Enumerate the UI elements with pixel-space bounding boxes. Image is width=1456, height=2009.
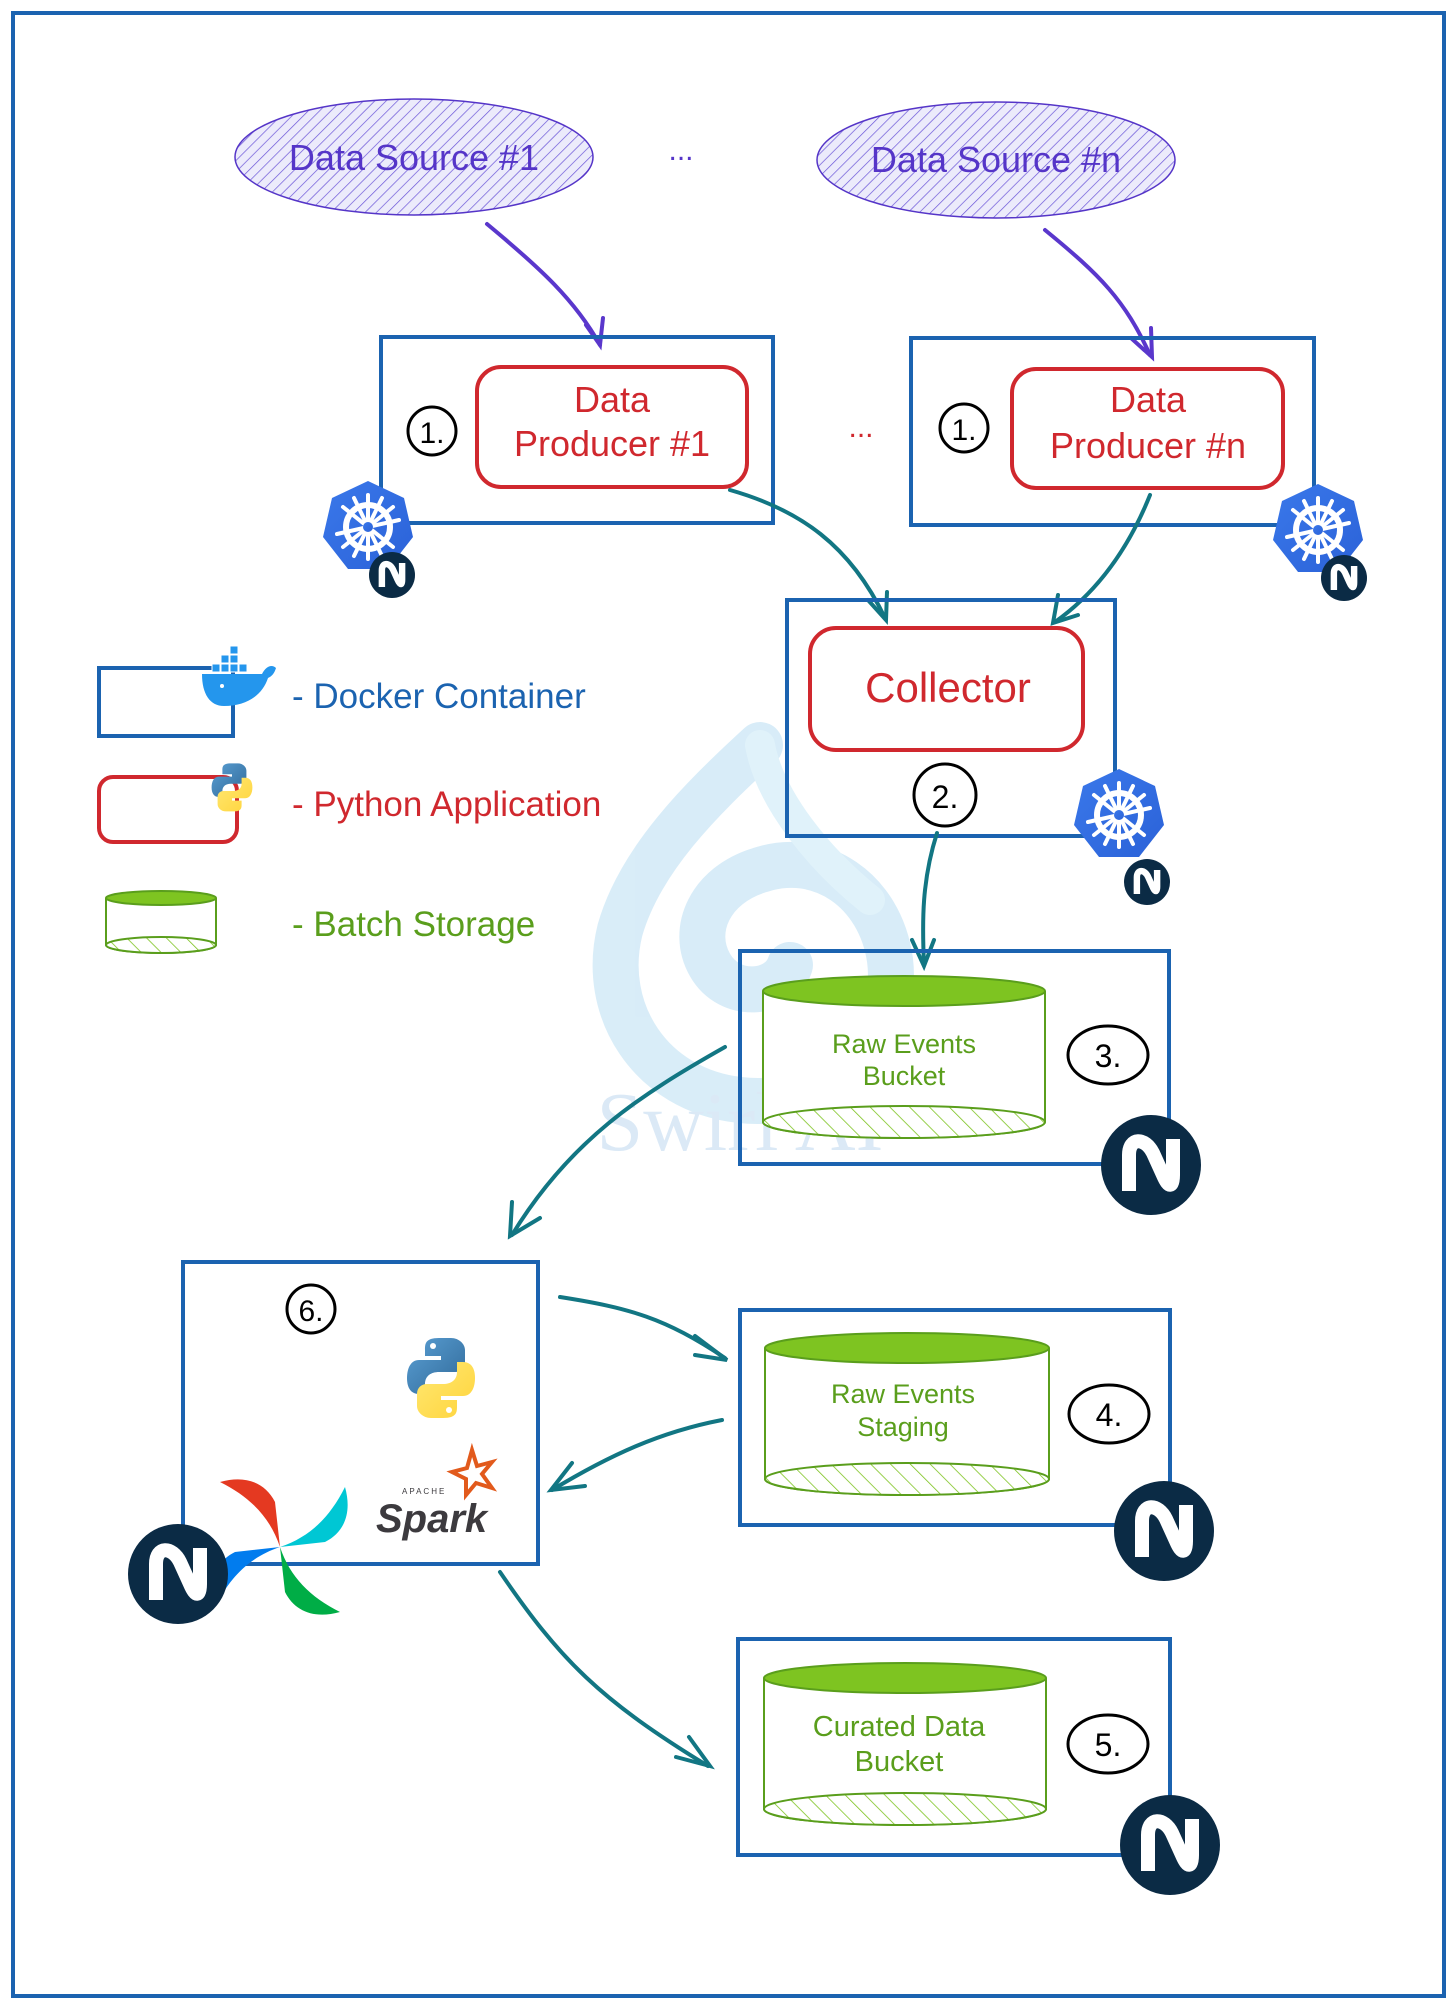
curated-label-line2: Bucket xyxy=(855,1746,944,1778)
legend-storage-text: - Batch Storage xyxy=(292,905,535,944)
spark-icon: APACHE Spark xyxy=(376,1442,498,1541)
arrowhead xyxy=(693,1334,729,1362)
nomad-icon xyxy=(1114,1481,1214,1581)
step-badge-2 xyxy=(912,762,978,828)
storage-cylinder xyxy=(763,1662,1047,1826)
processing-container: 6. APACHE Spark xyxy=(181,1260,540,1615)
raw-processing-arrow xyxy=(507,1045,727,1240)
data-source-1: Data Source #1 xyxy=(234,98,594,216)
producers-ellipsis: ... xyxy=(848,411,873,444)
processing-step: 6. xyxy=(298,1295,323,1328)
collector-label: Collector xyxy=(865,664,1031,711)
curated-label-line1: Curated Data xyxy=(813,1711,986,1743)
curated-data-bucket-container: Curated Data Bucket 5. xyxy=(736,1637,1172,1857)
sources-ellipsis: ... xyxy=(668,134,693,167)
airflow-icon xyxy=(212,1479,348,1615)
producer-1-label-line2: Producer #1 xyxy=(514,423,710,464)
nomad-icon xyxy=(128,1524,228,1624)
legend: - Docker Container - Python Application … xyxy=(97,645,601,954)
step-badge-1b xyxy=(938,402,990,454)
step-badge-6 xyxy=(285,1283,337,1335)
arrow-producer1-collector xyxy=(728,488,887,620)
step-badge-1a xyxy=(406,405,458,457)
legend-storage: - Batch Storage xyxy=(105,890,535,954)
data-source-n-label: Data Source #n xyxy=(871,139,1121,180)
producer-n-label-line2: Producer #n xyxy=(1050,425,1246,466)
raw-bucket-label-line2: Bucket xyxy=(863,1061,946,1091)
legend-python: - Python Application xyxy=(97,763,601,844)
nomad-icon xyxy=(369,552,415,598)
processing-staging-arrows xyxy=(546,1295,729,1493)
raw-bucket-label-line1: Raw Events xyxy=(832,1029,976,1059)
producer-1-step: 1. xyxy=(419,417,444,450)
collector-app xyxy=(808,626,1085,752)
storage-cylinder xyxy=(762,975,1046,1139)
producer-n-step: 1. xyxy=(951,414,976,447)
data-source-1-label: Data Source #1 xyxy=(289,137,539,178)
producer-1-app xyxy=(475,365,749,489)
nomad-icon xyxy=(1120,1795,1220,1895)
spark-label: Spark xyxy=(376,1497,489,1541)
raw-events-bucket-container: Raw Events Bucket 3. xyxy=(738,949,1171,1166)
producer-1-container: Data Producer #1 1. xyxy=(379,335,775,525)
spark-prefix: APACHE xyxy=(402,1487,446,1496)
python-icon xyxy=(407,1338,475,1418)
collector-step: 2. xyxy=(932,779,959,815)
storage-icon xyxy=(105,890,217,954)
arrowhead xyxy=(546,1461,587,1493)
raw-events-staging-container: Raw Events Staging 4. xyxy=(738,1308,1172,1527)
processing-curated-arrow xyxy=(498,1570,715,1770)
step-badge-4 xyxy=(1067,1383,1151,1445)
producer-n-container: Data Producer #n 1. xyxy=(909,336,1316,527)
producer-1-label-line1: Data xyxy=(574,379,651,420)
storage-cylinder xyxy=(764,1332,1050,1496)
producer-n-label-line1: Data xyxy=(1110,379,1187,420)
legend-python-text: - Python Application xyxy=(292,785,601,824)
curated-step: 5. xyxy=(1095,1727,1122,1763)
data-source-n: Data Source #n xyxy=(816,101,1176,219)
legend-docker: - Docker Container xyxy=(97,645,586,738)
step-badge-3 xyxy=(1066,1024,1150,1086)
staging-label-line1: Raw Events xyxy=(831,1379,975,1409)
arrow-producern-collector xyxy=(1053,493,1152,624)
legend-docker-text: - Docker Container xyxy=(292,677,586,716)
python-icon xyxy=(211,763,253,812)
nomad-icon xyxy=(1101,1115,1201,1215)
staging-step: 4. xyxy=(1096,1397,1123,1433)
nomad-icon xyxy=(1124,859,1170,905)
collector-container: Collector 2. xyxy=(785,598,1117,838)
producer-n-app xyxy=(1010,367,1285,490)
staging-label-line2: Staging xyxy=(857,1412,949,1442)
docker-icon xyxy=(202,645,276,706)
raw-bucket-step: 3. xyxy=(1095,1038,1122,1074)
arrow-staging-processing xyxy=(550,1418,724,1492)
arrowhead xyxy=(1050,593,1080,626)
arrowhead xyxy=(584,316,605,351)
nomad-icon xyxy=(1321,555,1367,601)
step-badge-5 xyxy=(1066,1713,1150,1775)
